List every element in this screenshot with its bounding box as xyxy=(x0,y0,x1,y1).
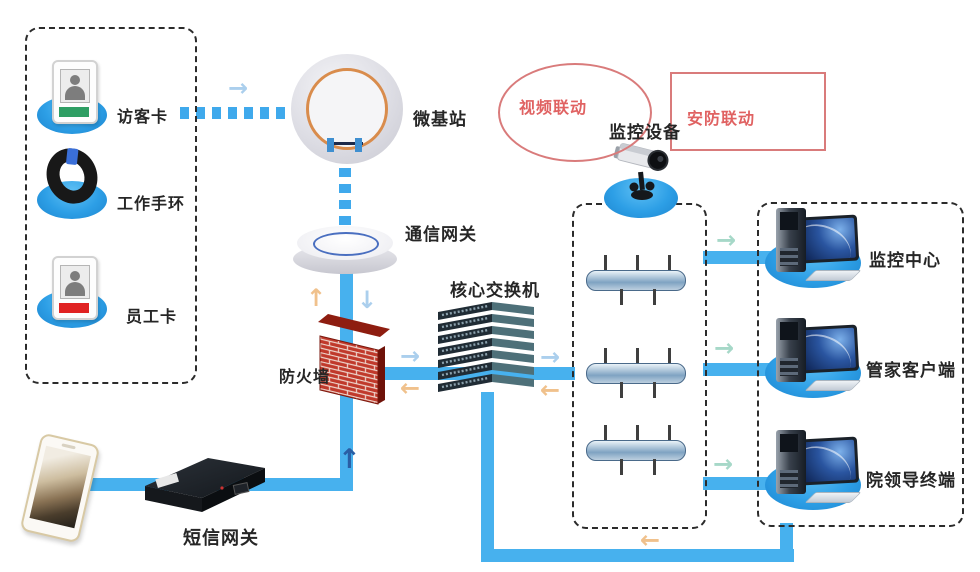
clients-group-box xyxy=(757,202,964,527)
link-bottom-clientsbox xyxy=(780,523,793,562)
bus-cylinder xyxy=(586,270,686,291)
gateway-disc-icon xyxy=(293,226,397,274)
smartphone-icon xyxy=(19,432,101,544)
arrow-left-icon: ← xyxy=(540,376,561,404)
desktop-computer-icon xyxy=(770,208,862,288)
visitor-card-label: 访客卡 xyxy=(117,109,169,126)
bus-tick xyxy=(668,255,671,271)
base-station-mount xyxy=(327,142,363,145)
bus-tick xyxy=(620,459,623,475)
link-basestation-gateway xyxy=(339,152,351,228)
arrow-up-icon: ↑ xyxy=(306,284,327,312)
bus-tick xyxy=(668,425,671,441)
computer-tower xyxy=(776,208,806,272)
camera-label: 监控设备 xyxy=(609,123,681,142)
video-linkage-label: 视频联动 xyxy=(519,100,588,117)
arrow-right-icon: → xyxy=(400,342,421,370)
core-switch-label: 核心交换机 xyxy=(450,281,540,300)
bus-tick xyxy=(604,348,607,364)
employee-card-icon xyxy=(52,256,98,320)
computer-screen xyxy=(801,439,857,483)
phone-screen xyxy=(29,445,91,529)
wristband-label: 工作手环 xyxy=(117,196,186,213)
terminals-group-box xyxy=(25,27,197,384)
computer-screen xyxy=(801,327,857,371)
bus-cylinder xyxy=(586,440,686,461)
link-visitorcard-basestation xyxy=(180,107,292,119)
arrow-right-icon: → xyxy=(713,450,734,478)
base-station-clip xyxy=(355,138,362,152)
bus-tick xyxy=(653,382,656,398)
bus-tick xyxy=(636,255,639,271)
security-linkage-label: 安防联动 xyxy=(687,111,756,128)
bus-tick xyxy=(636,425,639,441)
card-stripe-green xyxy=(59,107,89,117)
bus-tick xyxy=(653,459,656,475)
arrow-right-icon: → xyxy=(540,343,561,371)
bus-cylinder xyxy=(586,363,686,384)
visitor-card-icon xyxy=(52,60,98,124)
security-linkage-rect xyxy=(670,72,826,151)
card-photo xyxy=(60,265,90,299)
video-linkage-ellipse xyxy=(498,63,652,162)
sms-gateway-label: 短信网关 xyxy=(183,528,259,548)
computer-keyboard xyxy=(804,492,862,503)
firewall-label: 防火墙 xyxy=(279,369,331,386)
bus-tick xyxy=(604,425,607,441)
arrow-down-icon: ↓ xyxy=(357,286,378,314)
sms-gateway-icon xyxy=(145,458,265,512)
arrow-left-icon: ← xyxy=(400,374,421,402)
bus-segment-icon xyxy=(586,347,686,398)
arrow-right-icon: → xyxy=(716,226,737,254)
base-station-icon xyxy=(291,54,403,164)
computer-screen xyxy=(801,217,857,261)
leader-terminal-label: 院领导终端 xyxy=(866,471,956,490)
employee-card-label: 员工卡 xyxy=(126,309,178,326)
switch-stack-icon xyxy=(438,302,534,392)
bus-tick xyxy=(620,289,623,305)
card-photo xyxy=(60,69,90,103)
link-bottom-bus xyxy=(481,549,794,562)
bus-tick xyxy=(636,348,639,364)
arrow-left-icon: ← xyxy=(640,526,661,554)
computer-monitor xyxy=(798,436,860,486)
monitor-center-label: 监控中心 xyxy=(869,251,941,270)
computer-keyboard xyxy=(804,380,862,391)
computer-monitor xyxy=(798,324,860,374)
bus-segment-icon xyxy=(586,424,686,475)
arrow-right-icon: → xyxy=(714,334,735,362)
desktop-computer-icon xyxy=(770,430,862,510)
desktop-computer-icon xyxy=(770,318,862,398)
bus-tick xyxy=(653,289,656,305)
computer-keyboard xyxy=(804,270,862,281)
bus-segment-icon xyxy=(586,254,686,305)
gateway-ring xyxy=(313,232,379,256)
link-switch-bottom xyxy=(481,392,494,562)
computer-tower xyxy=(776,318,806,382)
brick-wall-icon xyxy=(318,314,390,405)
computer-tower xyxy=(776,430,806,494)
arrow-right-icon: → xyxy=(228,74,249,102)
card-stripe-red xyxy=(59,303,89,313)
base-station-label: 微基站 xyxy=(413,110,467,129)
butler-client-label: 管家客户端 xyxy=(866,361,956,380)
arrow-up-icon: ↑ xyxy=(338,444,361,475)
bus-tick xyxy=(604,255,607,271)
cctv-camera-icon xyxy=(613,143,669,200)
base-station-ring xyxy=(306,68,388,150)
computer-monitor xyxy=(798,214,860,264)
base-station-clip xyxy=(327,138,334,152)
comm-gateway-label: 通信网关 xyxy=(405,225,477,244)
bus-tick xyxy=(620,382,623,398)
bus-tick xyxy=(668,348,671,364)
